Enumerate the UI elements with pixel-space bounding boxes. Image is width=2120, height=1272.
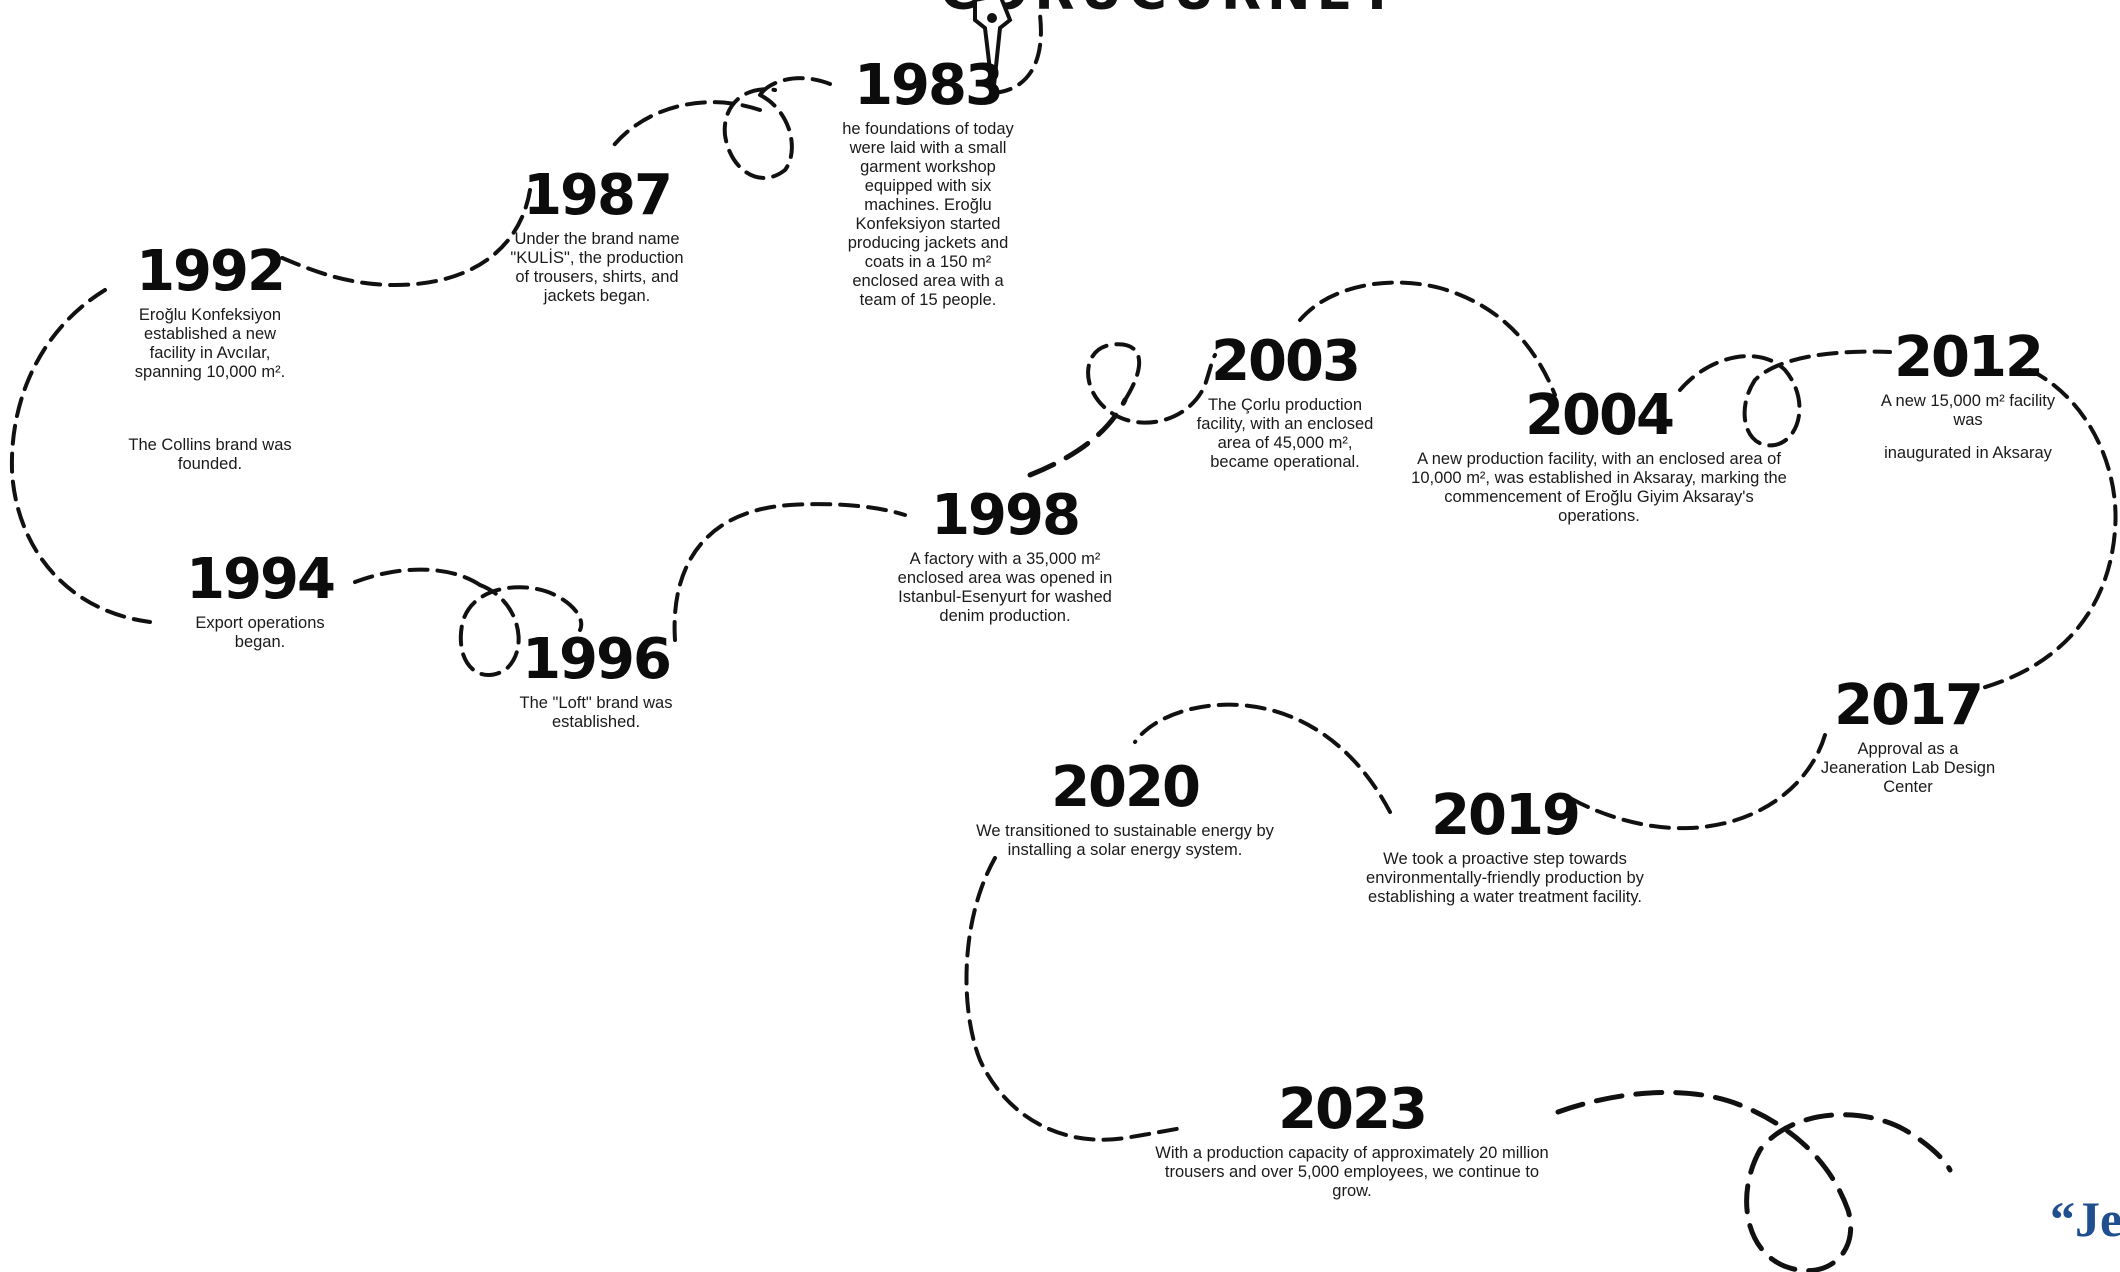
milestone-description: A new production facility, with an enclo… [1411,450,1787,525]
year-label: 1987 [523,163,673,228]
milestone-description: We took a proactive step towards environ… [1366,850,1644,906]
year-label: 2020 [1051,755,1201,820]
milestone-description: A factory with a 35,000 m² enclosed area… [897,550,1113,625]
milestone-description: The Çorlu production facility, with an e… [1196,396,1374,471]
milestone-1992: 1992 Eroğlu Konfeksiyon established a ne… [120,244,300,382]
milestone-2017: 2017 Approval as a Jeaneration Lab Desig… [1820,678,1996,797]
aksaray-note: inaugurated in Aksaray [1884,444,2052,462]
milestone-description: A new 15,000 m² facility was [1880,392,2056,429]
year-label: 2017 [1834,673,1984,738]
pen-nib-icon [973,0,1013,96]
year-label: 1983 [854,53,1004,118]
milestone-2019: 2019 We took a proactive step towards en… [1330,788,1680,907]
year-label: 1992 [136,239,286,304]
milestone-2003: 2003 The Çorlu production facility, with… [1190,334,1380,472]
milestone-description: Eroğlu Konfeksiyon established a new fac… [134,306,286,381]
milestone-2012: 2012 A new 15,000 m² facility was [1880,330,2056,430]
milestone-description: The "Loft" brand was established. [519,694,673,731]
brand-quote-fragment: “Je [2050,1191,2120,1247]
year-label: 2012 [1894,325,2044,390]
milestone-1996: 1996 The "Loft" brand was established. [506,632,686,732]
year-label: 2019 [1431,783,1581,848]
milestone-description: Under the brand name "KULİS", the produc… [510,230,684,305]
milestone-description: Export operations began. [195,614,325,651]
milestone-2023: 2023 With a production capacity of appro… [1152,1082,1552,1201]
milestone-1987: 1987 Under the brand name "KULİS", the p… [502,168,692,306]
milestone-2004: 2004 A new production facility, with an … [1408,388,1790,526]
year-label: 2023 [1278,1077,1428,1142]
year-label: 2004 [1525,383,1675,448]
year-label: 1996 [522,627,672,692]
milestone-2020: 2020 We transitioned to sustainable ener… [950,760,1300,860]
page-title-partial: CORUCURNEY [940,0,1402,22]
milestone-description: he foundations of today were laid with a… [842,120,1014,309]
milestone-description: Approval as a Jeaneration Lab Design Cen… [1820,740,1996,796]
year-label: 2003 [1211,329,1361,394]
milestone-1983: 1983 he foundations of today were laid w… [836,58,1020,310]
year-label: 1994 [186,547,336,612]
milestone-1998: 1998 A factory with a 35,000 m² enclosed… [892,488,1118,626]
collins-brand-note: The Collins brand was founded. [128,436,292,473]
milestone-description: With a production capacity of approximat… [1155,1144,1549,1200]
milestone-description: We transitioned to sustainable energy by… [976,822,1274,859]
milestone-1994: 1994 Export operations began. [170,552,350,652]
year-label: 1998 [931,483,1081,548]
